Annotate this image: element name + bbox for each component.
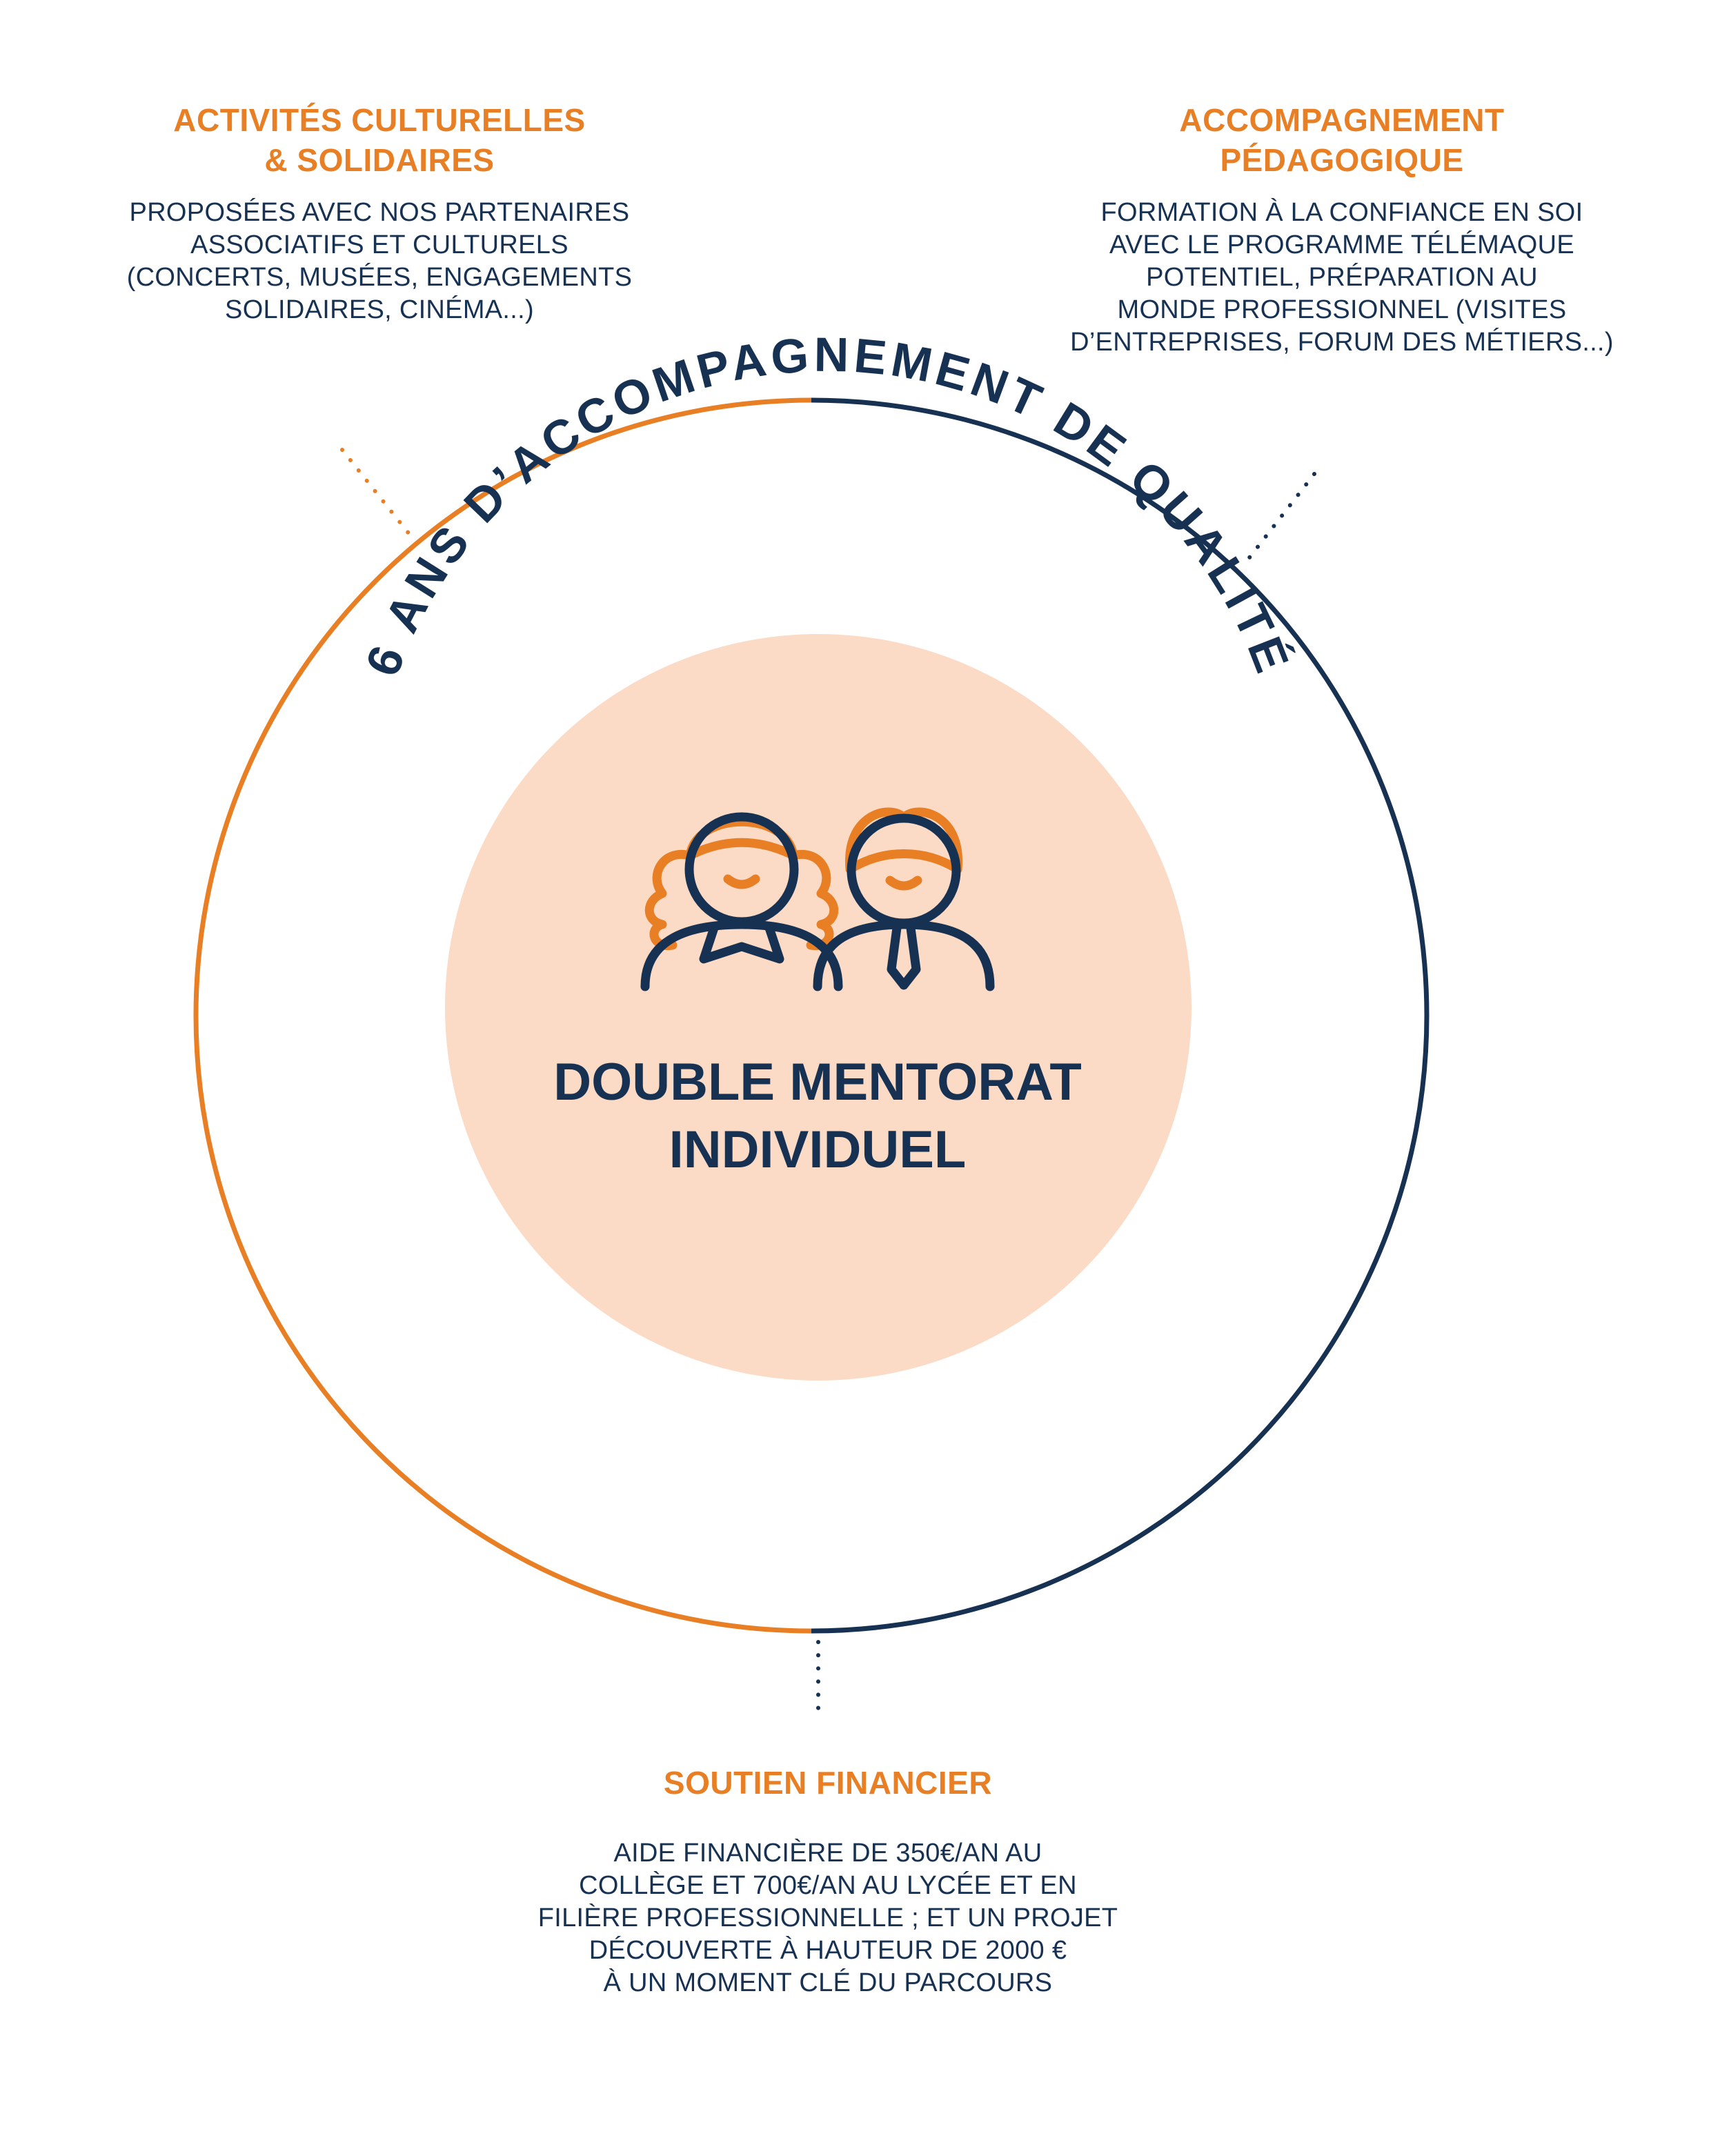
outer-ring-navy-arc <box>811 397 1430 1634</box>
cultural-activities-title: ACTIVITÉS CULTURELLES & SOLIDAIRES <box>173 102 586 178</box>
two-mentors-icon <box>640 807 995 991</box>
outer-ring-orange-arc <box>193 397 812 1634</box>
center-disc <box>445 634 1191 1381</box>
ring-title-text: 6 ANS D’ACCOMPAGNEMENT DE QUALITÉ <box>355 328 1296 683</box>
cultural-activities-description: PROPOSÉES AVEC NOS PARTENAIRES ASSOCIATI… <box>126 198 633 324</box>
financial-support-title: SOUTIEN FINANCIER <box>663 1765 993 1801</box>
pedagogical-support-title: ACCOMPAGNEMENT PÉDAGOGIQUE <box>1179 102 1505 178</box>
connector-pedagogical <box>1245 472 1316 562</box>
cultural-activities-block: ACTIVITÉS CULTURELLES & SOLIDAIRES PROPO… <box>97 100 662 326</box>
connector-cultural <box>340 448 412 537</box>
financial-support-description: AIDE FINANCIÈRE DE 350€/AN AU COLLÈGE ET… <box>537 1839 1118 1997</box>
man-mentor-icon <box>813 807 995 991</box>
financial-support-block: SOUTIEN FINANCIER AIDE FINANCIÈRE DE 350… <box>476 1763 1180 1999</box>
ring-title: 6 ANS D’ACCOMPAGNEMENT DE QUALITÉ <box>355 328 1300 683</box>
pedagogical-support-block: ACCOMPAGNEMENT PÉDAGOGIQUE FORMATION À L… <box>1021 100 1663 359</box>
center-label: DOUBLE MENTORAT INDIVIDUEL <box>553 1053 1082 1179</box>
pedagogical-support-description: FORMATION À LA CONFIANCE EN SOI AVEC LE … <box>1070 198 1614 357</box>
